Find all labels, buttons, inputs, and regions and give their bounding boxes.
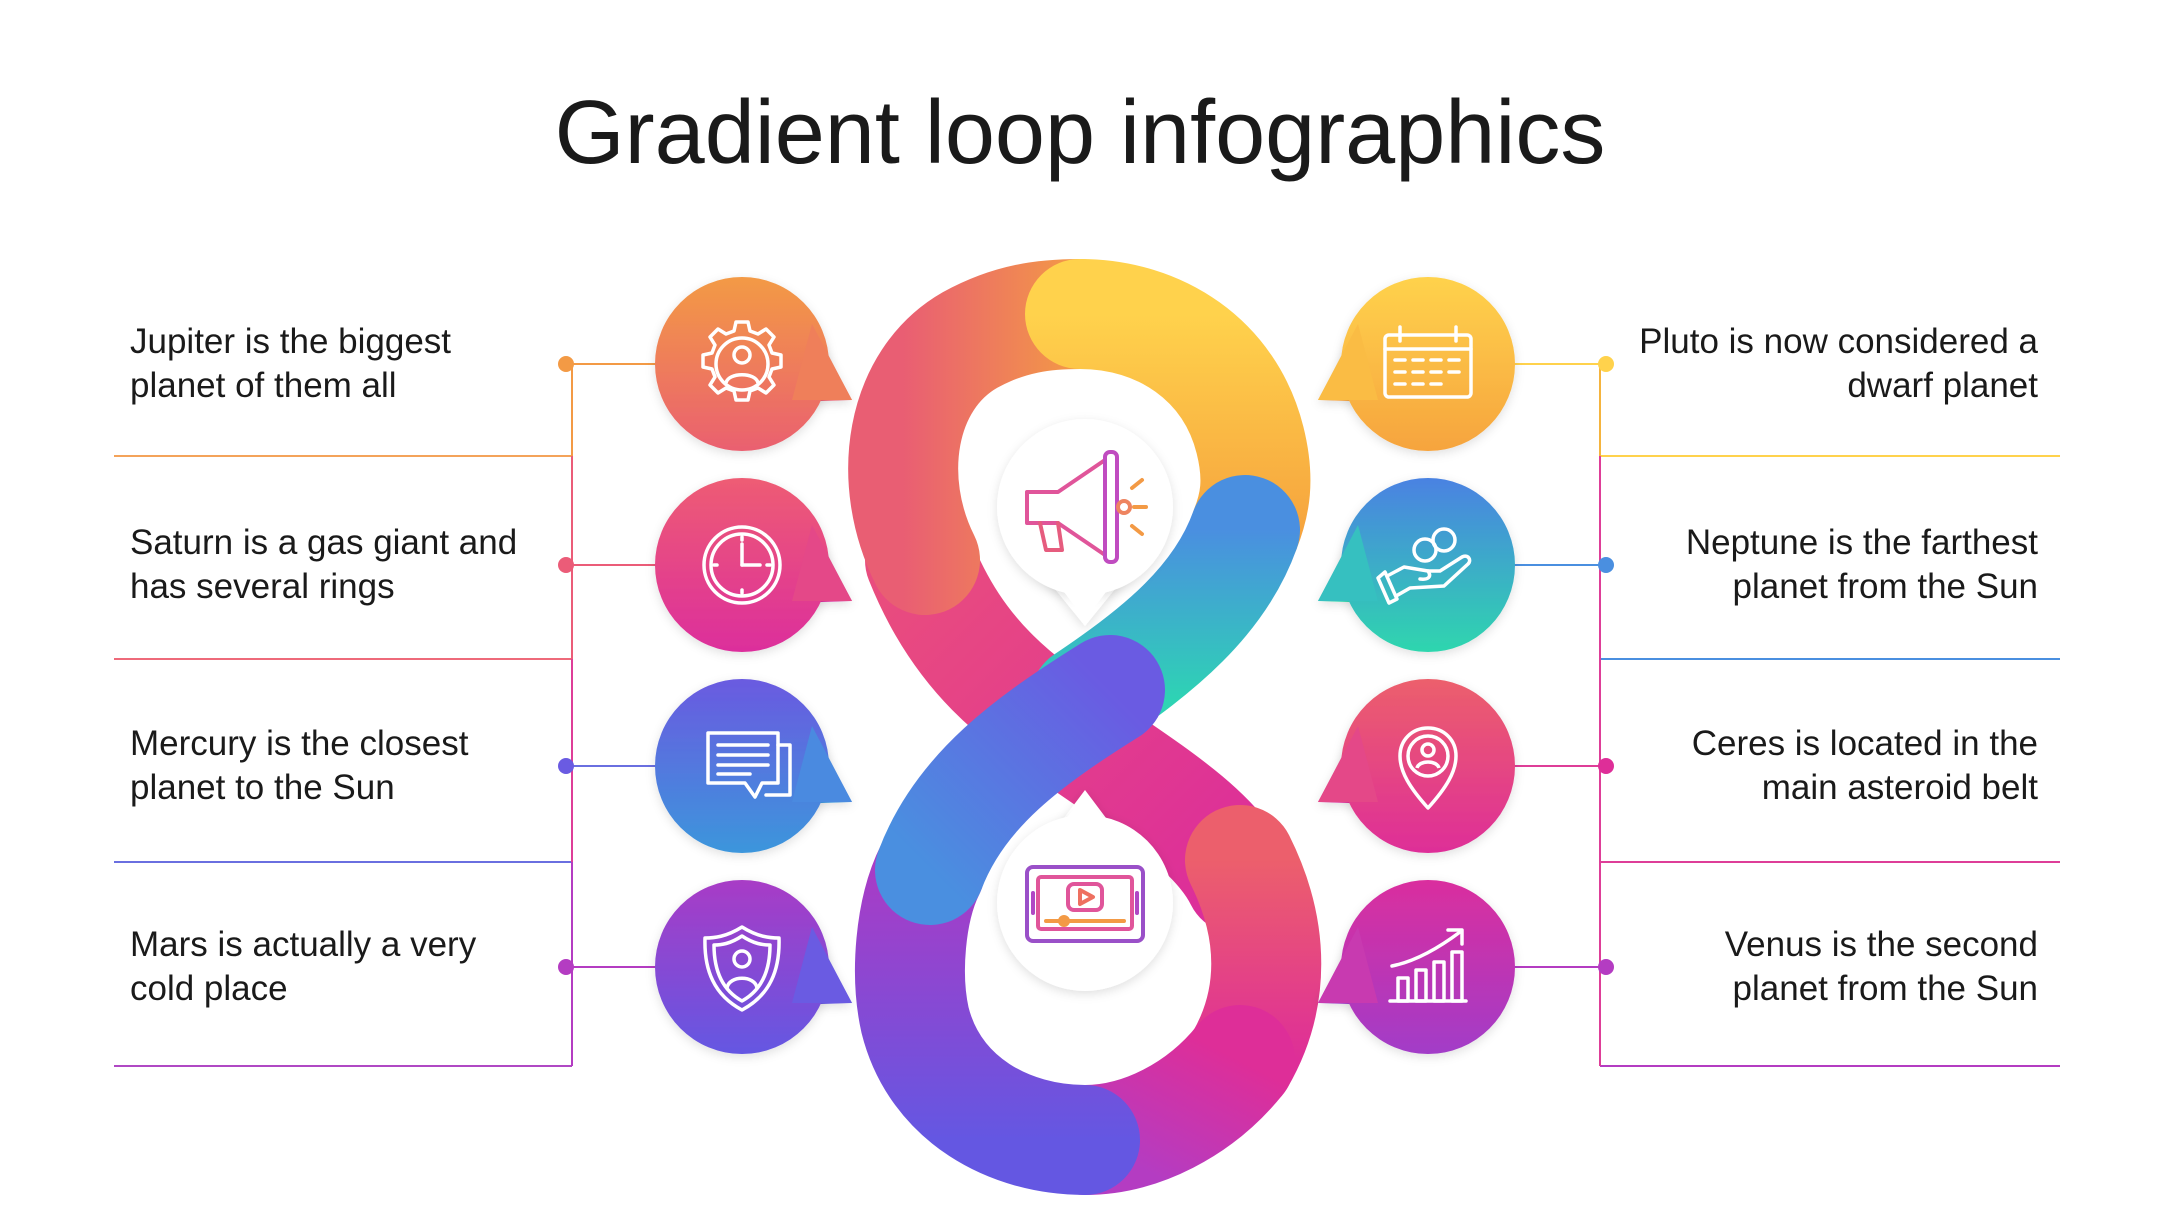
- right-item-3-text: Ceres is located in the main asteroid be…: [1578, 722, 2038, 810]
- right-dot-3: [1598, 758, 1614, 774]
- left-item-3-text: Mercury is the closest planet to the Sun: [130, 722, 590, 810]
- right-item-3-line-2: main asteroid belt: [1761, 768, 2038, 807]
- hand-coins-icon: [1376, 527, 1472, 605]
- left-item-2-text: Saturn is a gas giant and has several ri…: [130, 521, 590, 609]
- right-item-2-line-1: Neptune is the farthest: [1685, 523, 2038, 562]
- left-balloon-2: [655, 478, 852, 652]
- left-item-4-text: Mars is actually a very cold place: [130, 923, 590, 1011]
- left-dot-4: [558, 959, 574, 975]
- left-dot-2: [558, 557, 574, 573]
- shield-person-icon: [703, 925, 781, 1012]
- left-item-1-line-2: planet of them all: [130, 366, 397, 405]
- right-item-4-line-1: Venus is the second: [1724, 925, 2038, 964]
- right-dot-4: [1598, 959, 1614, 975]
- chat-bubbles-icon: [706, 731, 792, 799]
- left-dot-3: [558, 758, 574, 774]
- megaphone-icon: [1025, 450, 1148, 564]
- growth-chart-icon: [1388, 928, 1468, 1003]
- left-dot-1: [558, 356, 574, 372]
- right-balloon-1: [1318, 277, 1515, 451]
- left-item-2-line-1: Saturn is a gas giant and: [130, 523, 518, 562]
- left-item-4-line-2: cold place: [130, 969, 288, 1008]
- right-item-2-text: Neptune is the farthest planet from the …: [1578, 521, 2038, 609]
- right-item-3-line-1: Ceres is located in the: [1691, 724, 2038, 763]
- right-item-4-line-2: planet from the Sun: [1732, 969, 2038, 1008]
- right-balloon-2: [1318, 478, 1515, 652]
- loop-segment-cross-b: [875, 635, 1165, 925]
- right-item-1-line-1: Pluto is now considered a: [1639, 322, 2038, 361]
- right-balloon-3: [1318, 679, 1515, 853]
- page-title: Gradient loop infographics: [554, 83, 1606, 183]
- calendar-icon: [1383, 325, 1473, 399]
- right-balloon-4: [1318, 880, 1515, 1054]
- left-item-4-line-1: Mars is actually a very: [130, 925, 477, 964]
- center-bottom-badge: [997, 790, 1173, 991]
- left-item-1-line-1: Jupiter is the biggest: [130, 322, 452, 361]
- video-player-icon: [1025, 865, 1145, 943]
- left-item-3-line-2: planet to the Sun: [130, 768, 395, 807]
- right-item-1-line-2: dwarf planet: [1847, 366, 2038, 405]
- left-balloon-3: [655, 679, 852, 853]
- clock-icon: [702, 525, 782, 605]
- gear-person-icon: [701, 320, 783, 402]
- left-item-2-line-2: has several rings: [130, 567, 395, 606]
- right-dot-1: [1598, 356, 1614, 372]
- left-item-3-line-1: Mercury is the closest: [130, 724, 469, 763]
- left-dots: [558, 356, 574, 975]
- left-item-1-text: Jupiter is the biggest planet of them al…: [130, 320, 590, 408]
- right-item-2-line-2: planet from the Sun: [1732, 567, 2038, 606]
- right-item-1-text: Pluto is now considered a dwarf planet: [1578, 320, 2038, 408]
- right-dots: [1598, 356, 1614, 975]
- left-balloon-1: [655, 277, 852, 451]
- figure-eight-loop: [848, 259, 1322, 1195]
- right-dot-2: [1598, 557, 1614, 573]
- left-balloon-4: [655, 880, 852, 1054]
- left-connectors: [114, 363, 680, 1067]
- right-item-4-text: Venus is the second planet from the Sun: [1578, 923, 2038, 1011]
- center-top-badge: [997, 419, 1173, 626]
- location-person-icon: [1398, 726, 1458, 810]
